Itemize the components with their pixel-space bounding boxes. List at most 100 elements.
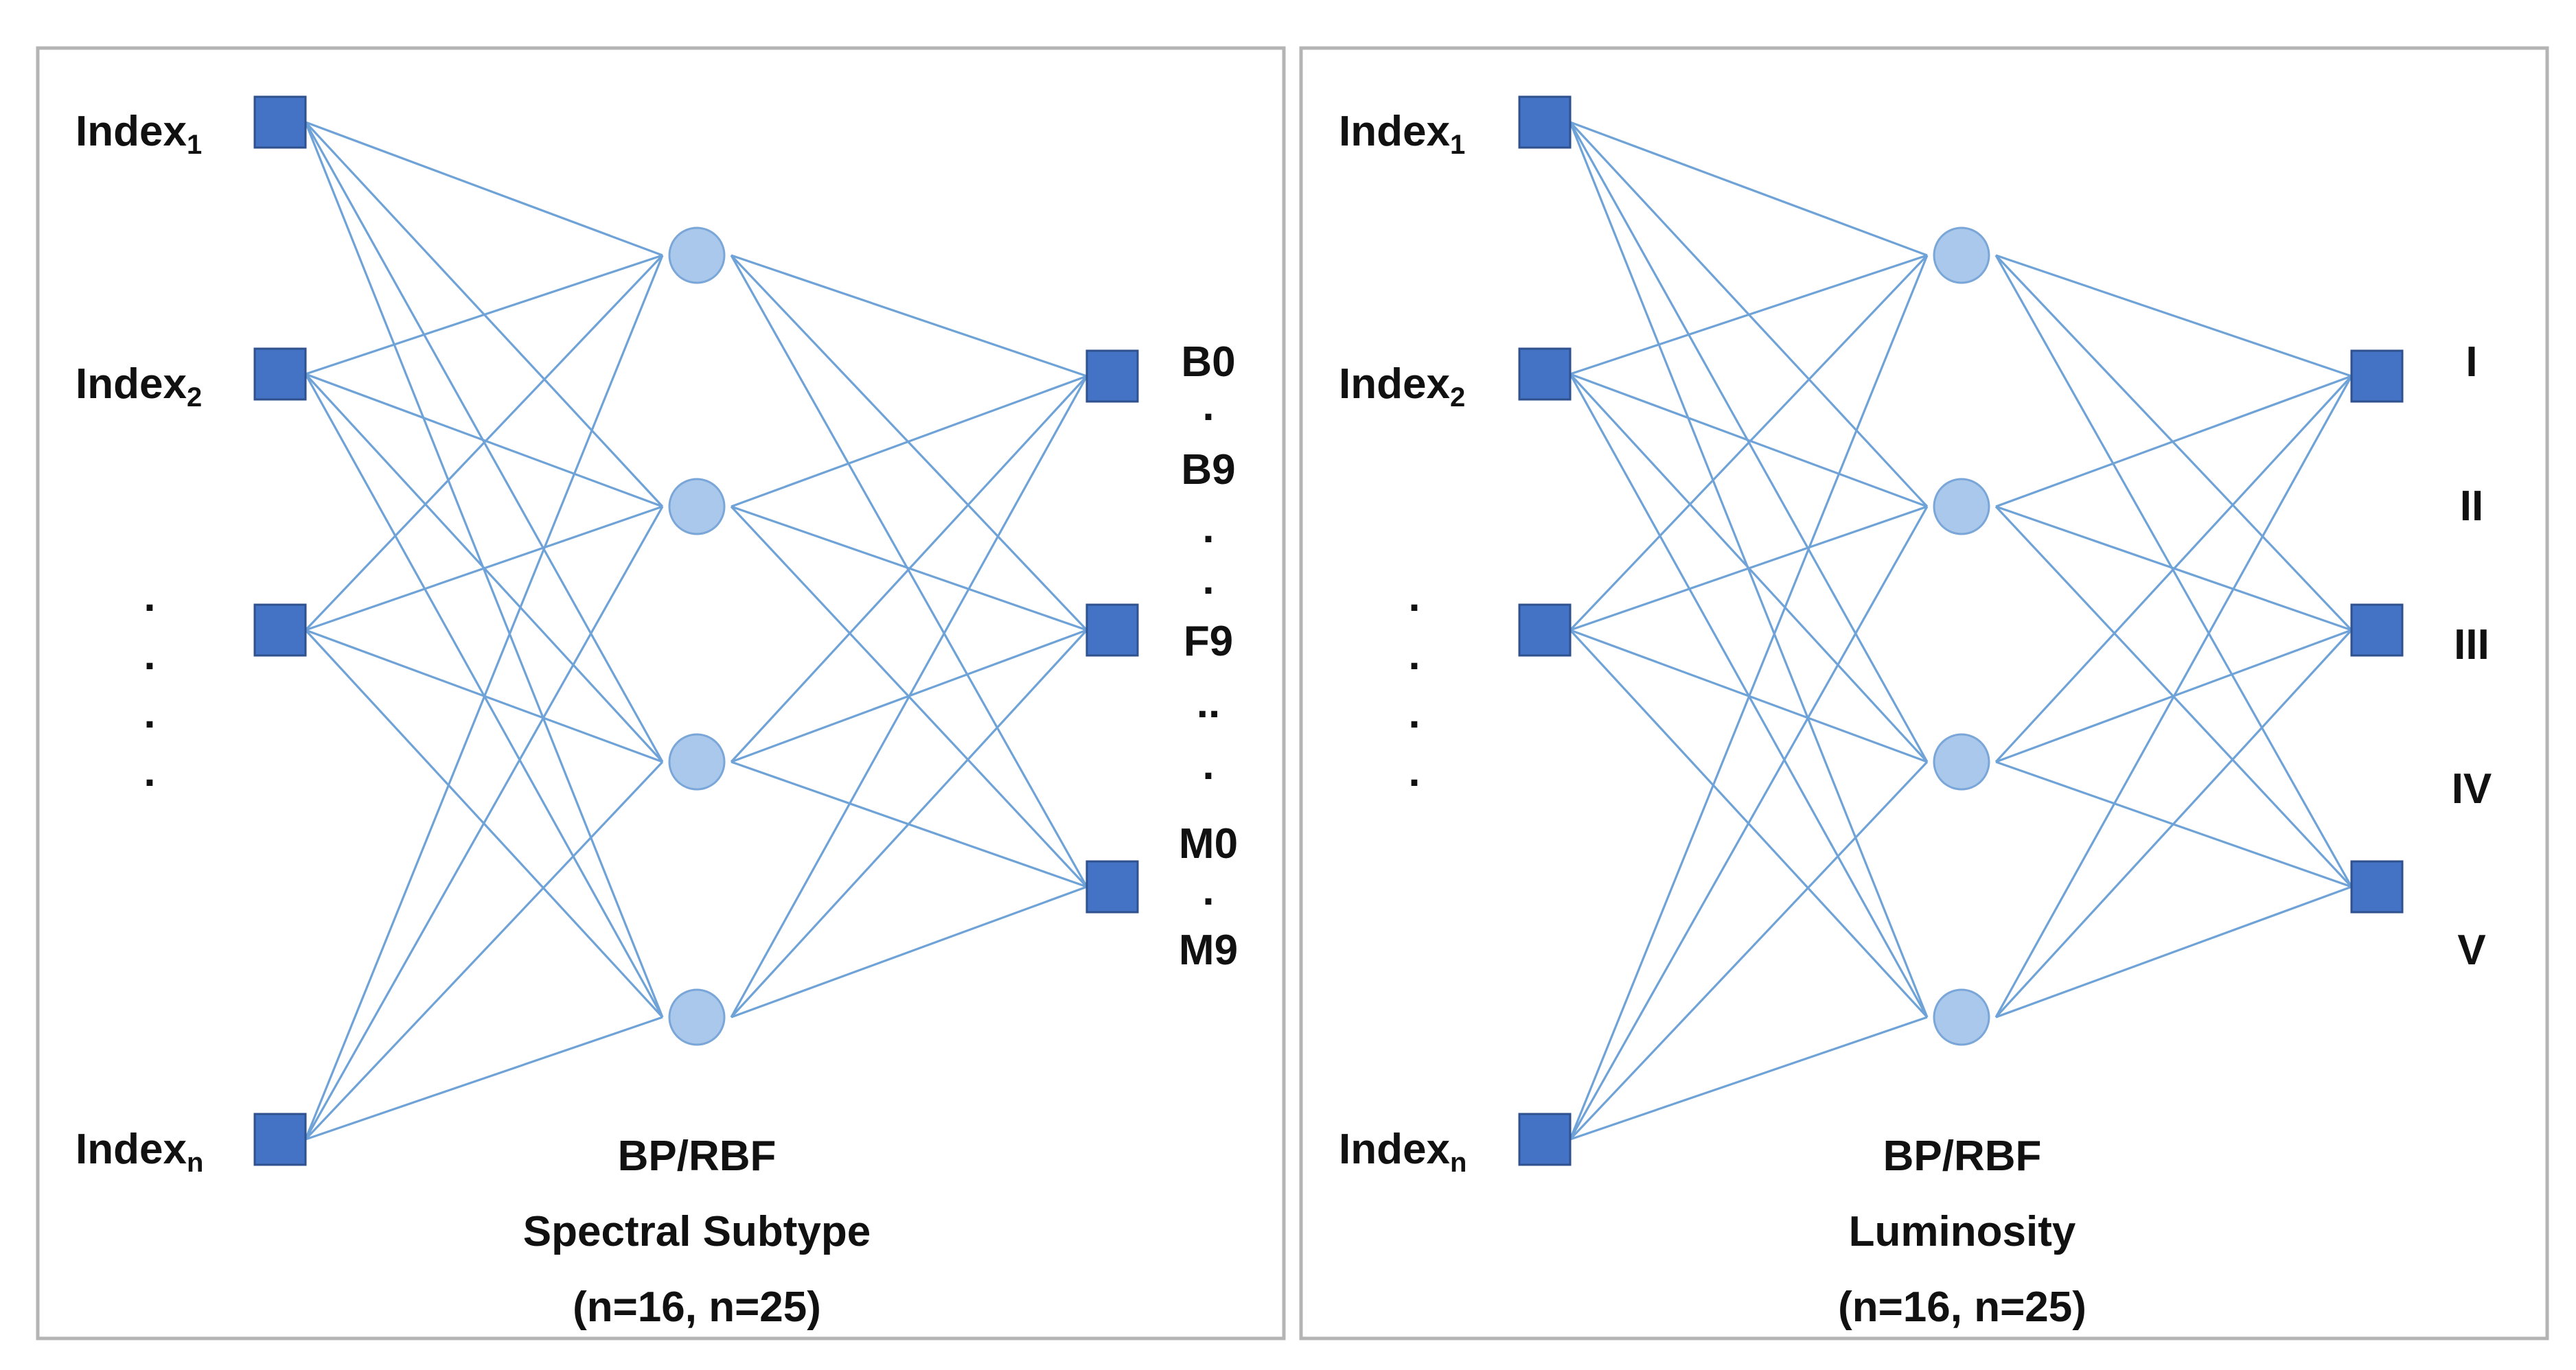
output-label: III xyxy=(2454,621,2489,669)
input-ellipsis: . xyxy=(1408,748,1420,796)
input-node xyxy=(1518,1113,1572,1166)
input-label-2: Index2 xyxy=(1339,360,1465,413)
caption-params: (n=16, n=25) xyxy=(1838,1284,2086,1331)
network-nodes xyxy=(253,95,1139,1166)
output-label: B9 xyxy=(1181,446,1235,494)
input-node xyxy=(1518,603,1572,657)
output-node xyxy=(1085,860,1139,914)
output-label: . xyxy=(1202,556,1214,603)
output-label: . xyxy=(1202,382,1214,430)
connection-edge xyxy=(1995,885,2352,1019)
connection-edge xyxy=(1569,761,1929,1141)
hidden-node xyxy=(1933,227,1990,284)
connection-edge xyxy=(730,629,1088,1019)
output-label: M9 xyxy=(1179,927,1238,974)
input-ellipsis: . xyxy=(143,690,155,737)
spectral-subtype-panel: Index1 Index2 Indexn . . . . B0 . B9 . .… xyxy=(36,46,1286,1340)
hidden-node xyxy=(668,988,726,1046)
output-label: I xyxy=(2465,338,2477,386)
output-label: V xyxy=(2457,927,2485,974)
connection-edge xyxy=(1569,506,1929,1140)
connection-edge xyxy=(730,375,1088,1018)
connection-edge xyxy=(1569,254,1928,375)
output-label: II xyxy=(2460,483,2483,530)
caption-model: BP/RBF xyxy=(618,1133,777,1180)
connection-edge xyxy=(305,505,663,631)
input-label-n: Indexn xyxy=(76,1126,203,1178)
connection-edge xyxy=(730,255,1088,887)
hidden-node xyxy=(668,478,726,535)
connection-edge xyxy=(731,885,1088,1019)
output-node xyxy=(2350,603,2404,657)
output-label: . xyxy=(1202,867,1214,914)
connection-edge xyxy=(1569,254,1929,631)
connection-edge xyxy=(304,506,664,1140)
connection-edge xyxy=(1994,255,2353,887)
caption-title: Luminosity xyxy=(1849,1208,2076,1255)
connection-edges xyxy=(1569,121,2353,1141)
input-node xyxy=(1518,95,1572,149)
connection-edge xyxy=(1569,505,1928,631)
connection-edge xyxy=(731,375,1088,508)
input-node xyxy=(253,603,307,657)
input-ellipsis: . xyxy=(1408,573,1420,620)
input-ellipsis: . xyxy=(143,573,155,620)
connection-edges xyxy=(304,121,1088,1141)
connection-edge xyxy=(304,761,664,1141)
connection-edge xyxy=(730,375,1088,763)
connection-edge xyxy=(1569,121,1929,1018)
input-ellipsis: . xyxy=(143,631,155,679)
caption-params: (n=16, n=25) xyxy=(573,1284,821,1331)
connection-edge xyxy=(1994,375,2353,1018)
connection-edge xyxy=(1569,121,1928,257)
input-ellipsis: . xyxy=(143,748,155,796)
connection-edge xyxy=(731,254,1088,378)
connection-edge xyxy=(1995,254,2352,378)
input-label-1: Index1 xyxy=(1339,108,1465,160)
output-node xyxy=(2350,349,2404,403)
input-node xyxy=(1518,347,1572,401)
connection-edge xyxy=(1994,375,2353,763)
output-node xyxy=(2350,860,2404,914)
input-node xyxy=(253,347,307,401)
connection-edge xyxy=(1569,1016,1928,1141)
hidden-node xyxy=(668,227,726,284)
connection-edge xyxy=(305,254,663,375)
connection-edge xyxy=(305,121,663,257)
hidden-node xyxy=(668,733,726,791)
caption-model: BP/RBF xyxy=(1883,1133,2042,1180)
connection-edge xyxy=(1569,373,1928,508)
panel-frame xyxy=(36,46,1286,1340)
input-label-2: Index2 xyxy=(76,360,202,413)
input-node xyxy=(253,95,307,149)
input-label-1: Index1 xyxy=(76,108,202,160)
connection-edge xyxy=(1994,254,2353,631)
output-label: . xyxy=(1202,504,1214,552)
output-label: IV xyxy=(2452,765,2492,813)
input-node xyxy=(253,1113,307,1166)
output-label: B0 xyxy=(1181,338,1235,386)
output-label: .. xyxy=(1197,680,1220,727)
input-ellipsis: . xyxy=(1408,690,1420,737)
input-label-n: Indexn xyxy=(1339,1126,1467,1178)
connection-edge xyxy=(305,373,663,508)
caption-title: Spectral Subtype xyxy=(523,1208,871,1255)
output-label: . xyxy=(1202,741,1214,789)
luminosity-panel: Index1 Index2 Indexn . . . . I II III IV… xyxy=(1299,46,2549,1340)
hidden-node xyxy=(1933,478,1990,535)
connection-edge xyxy=(730,254,1088,631)
output-label: M0 xyxy=(1179,820,1238,868)
connection-edge xyxy=(305,1016,663,1141)
hidden-node xyxy=(1933,733,1990,791)
output-node xyxy=(1085,349,1139,403)
output-label: F9 xyxy=(1184,618,1233,665)
output-node xyxy=(1085,603,1139,657)
connection-edge xyxy=(304,121,664,1018)
connection-edge xyxy=(304,254,664,631)
connection-edge xyxy=(304,255,664,1140)
network-nodes xyxy=(1518,95,2404,1166)
connection-edge xyxy=(1995,375,2352,508)
connection-edge xyxy=(1994,629,2353,1019)
input-ellipsis: . xyxy=(1408,631,1420,679)
